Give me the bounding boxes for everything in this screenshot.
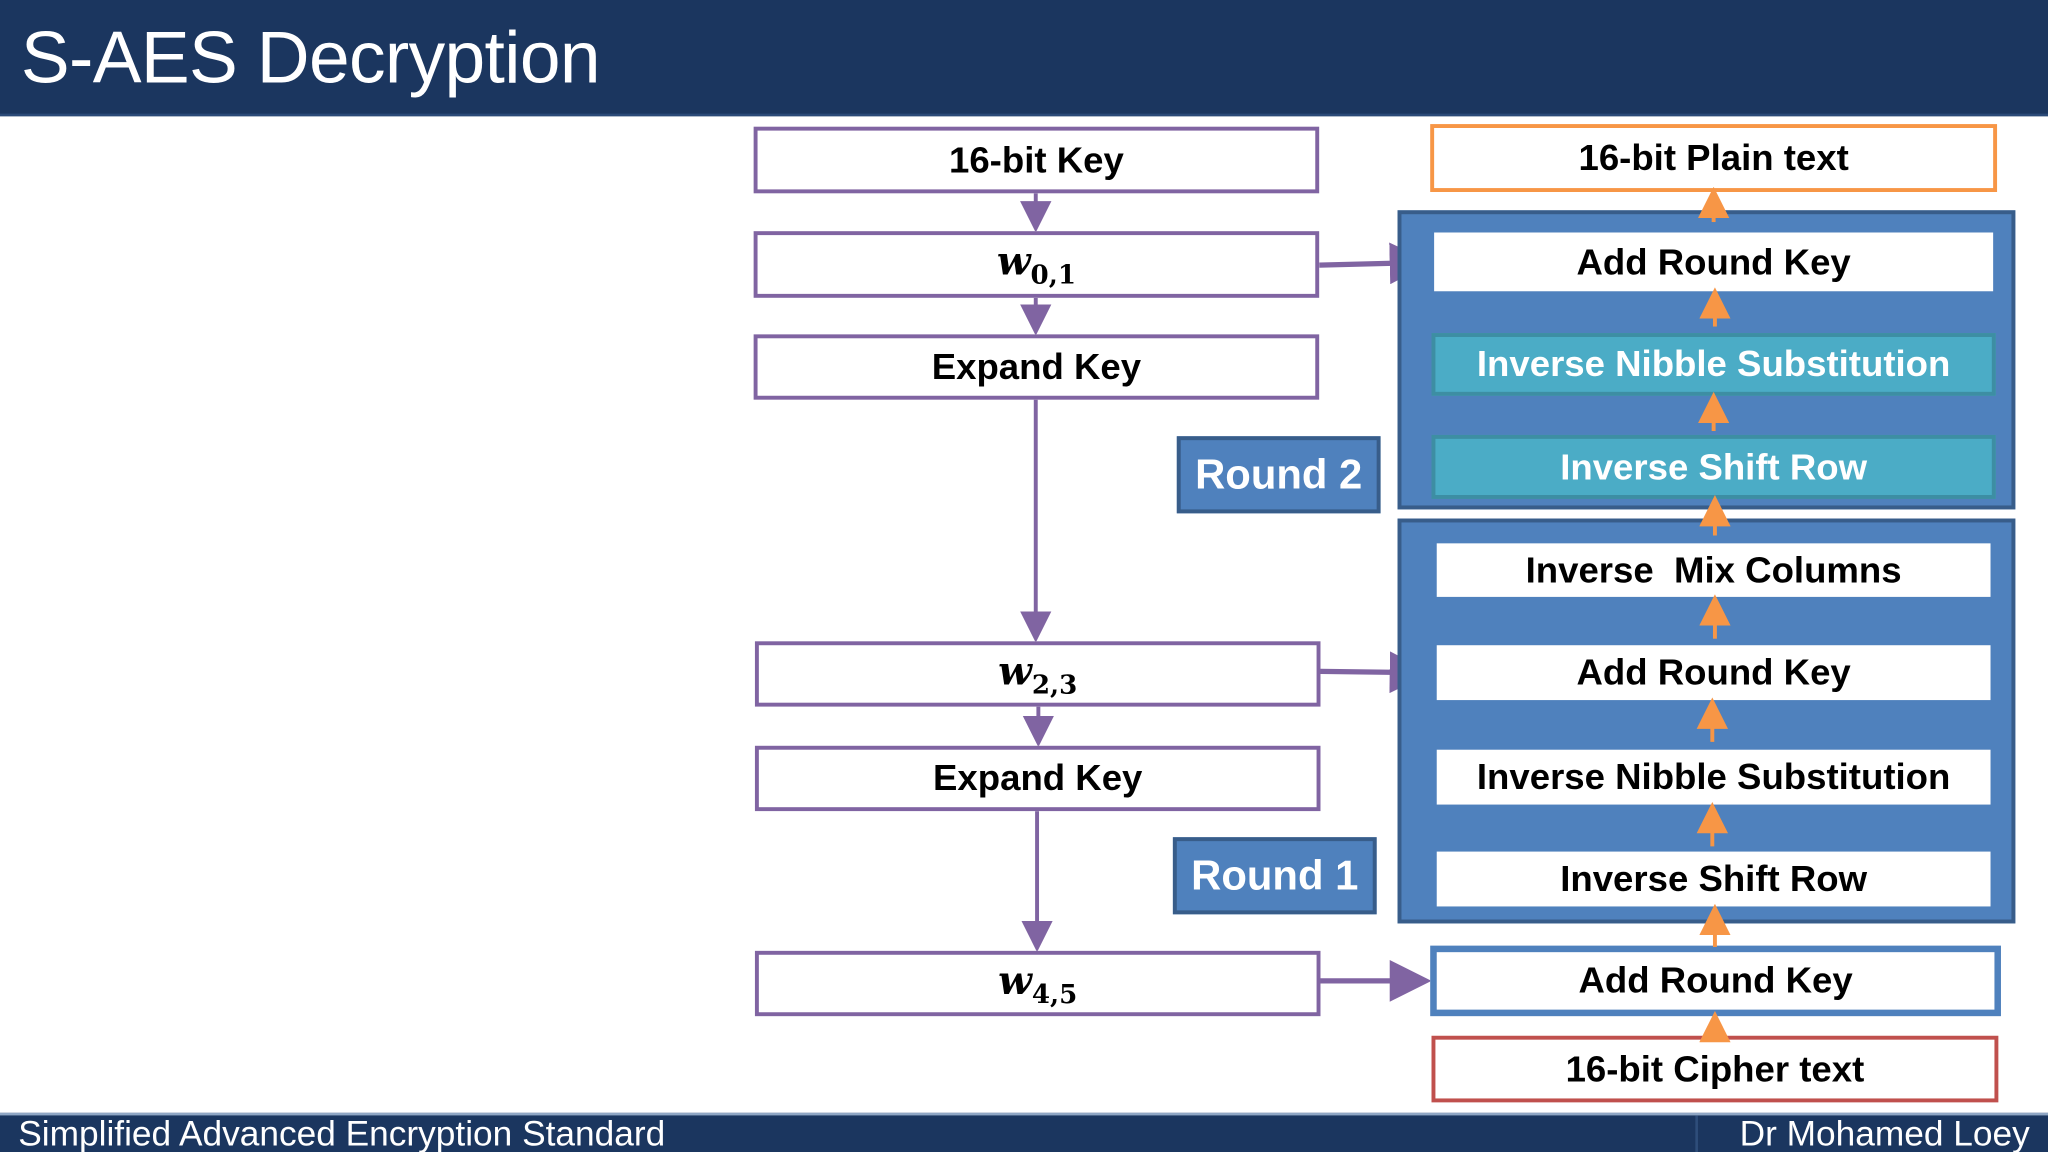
w01-label: w0,1 [996, 239, 1076, 290]
w23-label: w2,3 [998, 648, 1078, 700]
w45-label: w4,5 [998, 958, 1078, 1009]
footer-author: Dr Mohamed Loey [1695, 1113, 2048, 1153]
key-box: 16-bit Key [753, 126, 1320, 194]
w45-box: w4,5 [754, 950, 1321, 1017]
r2-add-round-key: Add Round Key [1434, 232, 1994, 292]
r1-add-round-key: Add Round Key [1436, 645, 1991, 701]
r1-inverse-mix-columns: Inverse Mix Columns [1436, 543, 1991, 597]
round-1-label: Round 1 [1172, 837, 1377, 915]
r2-inverse-nibble-substitution: Inverse Nibble Substitution [1431, 333, 1996, 396]
w23-box: w2,3 [754, 641, 1321, 707]
footer-subtitle: Simplified Advanced Encryption Standard [18, 1113, 666, 1153]
w01-box: w0,1 [753, 231, 1320, 298]
round-2-label: Round 2 [1176, 436, 1381, 514]
r1-inverse-shift-row: Inverse Shift Row [1436, 851, 1991, 907]
footer-bar: Simplified Advanced Encryption Standard … [0, 1112, 2048, 1153]
expand-key-box-1: Expand Key [753, 334, 1320, 400]
expand-key-box-2: Expand Key [754, 745, 1321, 812]
plaintext-box: 16-bit Plain text [1430, 124, 1998, 192]
header-bar: S-AES Decryption [0, 0, 2048, 117]
r1-inverse-nibble-substitution: Inverse Nibble Substitution [1436, 749, 1991, 805]
ciphertext-box: 16-bit Cipher text [1431, 1035, 1999, 1103]
page-title: S-AES Decryption [20, 15, 601, 98]
